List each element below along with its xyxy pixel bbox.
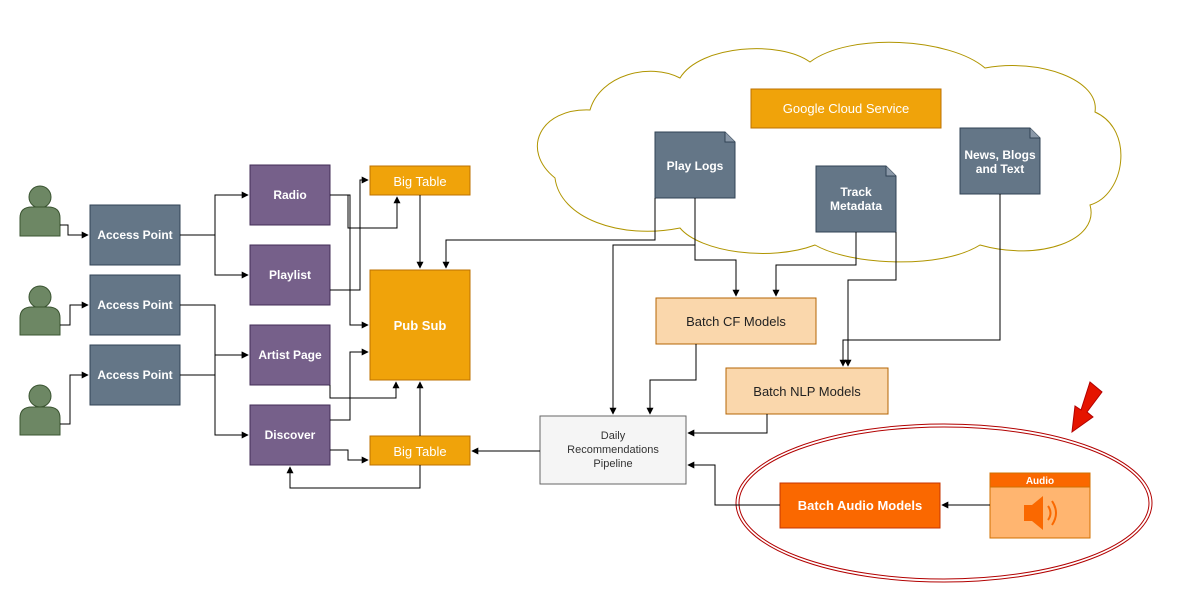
access-point-1-label: Access Point — [97, 228, 172, 242]
news-blogs-line-1: News, Blogs — [964, 148, 1036, 162]
user-icon — [19, 185, 61, 237]
doc-fold — [724, 132, 735, 143]
access-point-1 — [89, 204, 181, 266]
access-point-2-label: Access Point — [97, 298, 172, 312]
big-table-bottom — [369, 435, 471, 466]
track-metadata-line-2: Metadata — [830, 199, 882, 213]
pipeline-line-2: Recommendations — [567, 444, 659, 456]
pub-sub-box — [369, 269, 471, 381]
discover-label: Discover — [265, 428, 316, 442]
user-icon — [19, 384, 61, 436]
speaker-icon — [1024, 496, 1057, 530]
radio-box — [249, 164, 331, 226]
batch-audio-models-label: Batch Audio Models — [798, 498, 922, 513]
connectors — [60, 176, 1001, 509]
pipeline-line-1: Daily — [601, 430, 626, 442]
news-blogs-doc — [959, 127, 1041, 195]
track-metadata-line-1: Track — [840, 185, 872, 199]
audio-label: Audio — [1026, 476, 1054, 487]
artist-page-box — [249, 324, 331, 386]
red-pointer-arrow — [1071, 381, 1103, 434]
doc-fold — [885, 166, 896, 177]
batch-cf-models-label: Batch CF Models — [686, 314, 786, 329]
user-icon — [19, 285, 61, 336]
artist-page-label: Artist Page — [258, 348, 322, 362]
track-metadata-doc — [815, 165, 897, 233]
access-point-3 — [89, 344, 181, 406]
cloud-label: Google Cloud Service — [783, 101, 909, 116]
big-table-bottom-label: Big Table — [393, 444, 446, 459]
playlist-box — [249, 244, 331, 306]
access-point-3-label: Access Point — [97, 368, 172, 382]
play-logs-doc — [654, 131, 736, 199]
big-table-top — [369, 165, 471, 196]
big-table-top-label: Big Table — [393, 174, 446, 189]
discover-box — [249, 404, 331, 466]
highlight-ellipse — [735, 423, 1153, 583]
news-blogs-line-2: and Text — [976, 162, 1024, 176]
batch-nlp-models-box — [725, 367, 889, 415]
daily-recommendations-pipeline — [539, 415, 687, 485]
play-logs-label: Play Logs — [667, 159, 724, 173]
highlight-ellipse-inner — [738, 426, 1150, 580]
batch-nlp-models-label: Batch NLP Models — [753, 384, 861, 399]
radio-label: Radio — [273, 188, 306, 202]
pub-sub-label: Pub Sub — [394, 318, 447, 333]
audio-panel-header — [989, 472, 1091, 488]
access-point-2 — [89, 274, 181, 336]
playlist-label: Playlist — [269, 268, 311, 282]
pipeline-line-3: Pipeline — [593, 458, 632, 470]
doc-fold — [1029, 128, 1040, 139]
cloud-label-box — [750, 88, 942, 129]
google-cloud-region — [536, 41, 1122, 263]
batch-cf-models-box — [655, 297, 817, 345]
